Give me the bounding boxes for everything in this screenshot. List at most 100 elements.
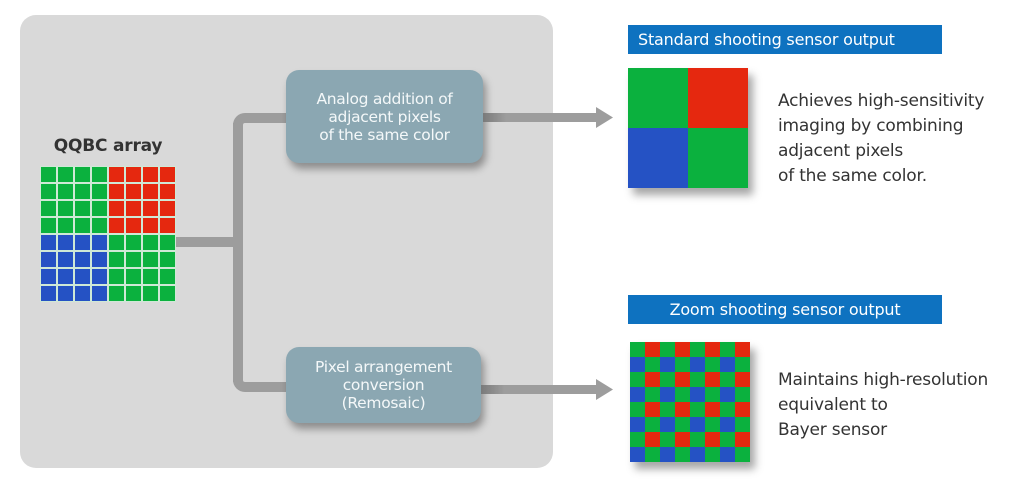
pixel-red: [108, 183, 125, 200]
pixel-red: [735, 432, 750, 447]
process-label-line: adjacent pixels: [328, 107, 441, 126]
pixel-red: [645, 432, 660, 447]
process-label-line: of the same color: [319, 125, 450, 144]
process-box-analog-addition: Analog addition of adjacent pixels of th…: [286, 70, 483, 163]
pixel-green: [675, 417, 690, 432]
pixel-green: [159, 251, 175, 268]
pixel-green: [74, 200, 91, 217]
pixel-green: [57, 183, 74, 200]
pixel-red: [675, 342, 690, 357]
pixel-green: [720, 372, 735, 387]
pixel-green: [57, 167, 74, 183]
pixel-blue: [630, 417, 645, 432]
connector-corner-top: [233, 113, 253, 133]
pixel-red: [705, 372, 720, 387]
pixel-blue: [74, 268, 91, 285]
pixel-green: [108, 234, 125, 251]
pixel-green: [159, 285, 175, 301]
connector-corner-bottom: [233, 372, 253, 392]
pixel-green: [630, 432, 645, 447]
pixel-blue: [720, 417, 735, 432]
pixel-blue: [74, 234, 91, 251]
pixel-green: [675, 447, 690, 462]
pixel-blue: [57, 285, 74, 301]
zoom-output-header: Zoom shooting sensor output: [628, 295, 942, 324]
description-line: imaging by combining: [778, 116, 964, 136]
pixel-red: [735, 372, 750, 387]
description-line: Bayer sensor: [778, 420, 887, 440]
pixel-red: [125, 217, 142, 234]
pixel-green: [660, 342, 675, 357]
pixel-blue: [690, 357, 705, 372]
pixel-red: [159, 217, 175, 234]
pixel-blue: [720, 447, 735, 462]
pixel-green: [142, 285, 159, 301]
pixel-blue: [690, 447, 705, 462]
process-label-line: Pixel arrangement: [315, 358, 452, 376]
pixel-green: [74, 183, 91, 200]
pixel-green: [108, 285, 125, 301]
pixel-green: [142, 234, 159, 251]
pixel-green: [720, 402, 735, 417]
process-box-remosaic: Pixel arrangement conversion (Remosaic): [286, 347, 481, 423]
pixel-blue: [91, 234, 108, 251]
pixel-red: [735, 342, 750, 357]
pixel-green: [675, 357, 690, 372]
pixel-blue: [91, 268, 108, 285]
pixel-red: [108, 200, 125, 217]
standard-output-header: Standard shooting sensor output: [628, 25, 942, 54]
pixel-red: [159, 167, 175, 183]
pixel-green: [735, 357, 750, 372]
zoom-output-description: Maintains high-resolution equivalent to …: [778, 368, 988, 443]
pixel-green: [675, 387, 690, 402]
connector-input-stub: [176, 237, 236, 247]
pixel-green: [125, 268, 142, 285]
pixel-green: [705, 417, 720, 432]
pixel-green: [645, 417, 660, 432]
pixel-green: [41, 217, 57, 234]
pixel-red: [125, 183, 142, 200]
pixel-red: [705, 342, 720, 357]
description-line: adjacent pixels: [778, 141, 904, 161]
description-line: Achieves high-sensitivity: [778, 91, 985, 111]
pixel-green: [57, 217, 74, 234]
pixel-green: [645, 447, 660, 462]
pixel-red: [108, 217, 125, 234]
pixel-red: [705, 402, 720, 417]
pixel-green: [735, 417, 750, 432]
pixel-red: [142, 217, 159, 234]
pixel-blue: [41, 268, 57, 285]
pixel-green: [645, 387, 660, 402]
pixel-blue: [41, 234, 57, 251]
pixel-green: [91, 217, 108, 234]
pixel-blue: [91, 285, 108, 301]
pixel-blue: [630, 387, 645, 402]
pixel-green: [705, 387, 720, 402]
pixel-green: [690, 402, 705, 417]
pixel-red: [645, 402, 660, 417]
pixel-blue: [660, 447, 675, 462]
qqbc-array-title: QQBC array: [53, 136, 163, 156]
pixel-green: [645, 357, 660, 372]
description-line: equivalent to: [778, 395, 888, 415]
pixel-red: [108, 167, 125, 183]
pixel-blue: [690, 387, 705, 402]
description-line: Maintains high-resolution: [778, 370, 989, 390]
pixel-red: [735, 402, 750, 417]
pixel-red: [142, 183, 159, 200]
pixel-green: [125, 285, 142, 301]
pixel-red: [142, 167, 159, 183]
pixel-blue: [57, 268, 74, 285]
standard-output-description: Achieves high-sensitivity imaging by com…: [778, 89, 984, 189]
pixel-green: [41, 183, 57, 200]
pixel-red: [688, 68, 748, 128]
qqbc-array-grid: [40, 166, 176, 302]
pixel-green: [74, 167, 91, 183]
pixel-blue: [57, 234, 74, 251]
zoom-output-grid: [630, 342, 750, 462]
pixel-green: [630, 372, 645, 387]
connector-vertical: [233, 123, 243, 382]
pixel-blue: [57, 251, 74, 268]
process-label-line: Analog addition of: [316, 89, 453, 108]
pixel-blue: [41, 251, 57, 268]
